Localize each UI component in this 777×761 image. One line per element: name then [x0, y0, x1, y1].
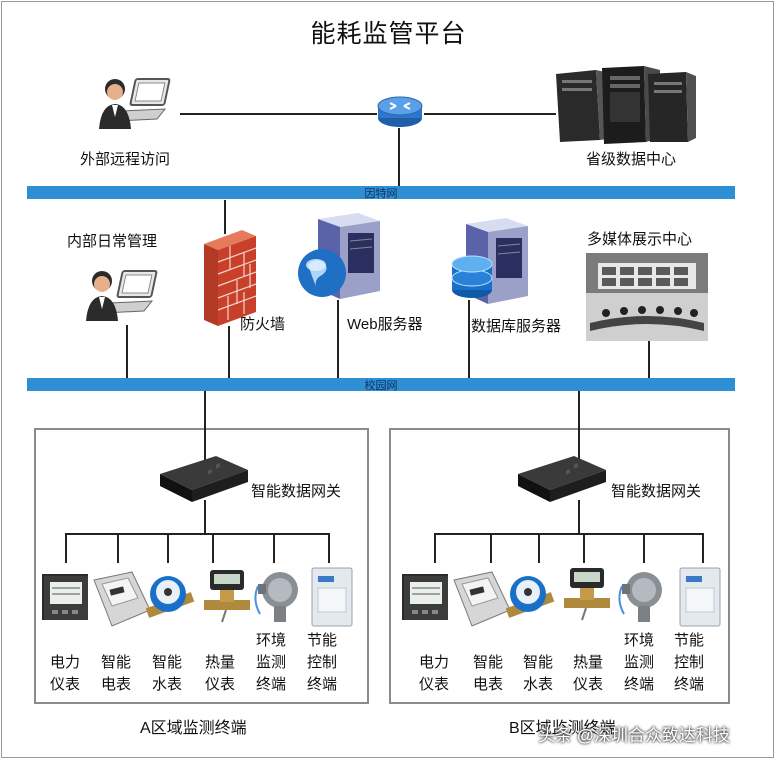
region-b-gateway-downlink [578, 500, 580, 534]
region-a-energy-control-icon [311, 567, 353, 627]
region-b-drop-3 [538, 533, 540, 563]
remote-to-router-link [180, 113, 377, 115]
remote-access-label: 外部远程访问 [80, 151, 171, 168]
region-a-device-label-3: 智能 水表 [152, 654, 183, 693]
campus-bus-label: 校园网 [364, 380, 398, 392]
remote-user-icon [99, 78, 171, 129]
region-a-power-meter-icon [42, 574, 88, 620]
campus-to-region-a-link [204, 391, 206, 429]
campus-bus: 校园网 [27, 378, 735, 392]
region-b-device-label-1: 电力 仪表 [419, 654, 450, 693]
region-a-title: A区域监测终端 [140, 720, 247, 737]
region-b-drop-2 [490, 533, 492, 563]
region-a-gateway-downlink [204, 500, 206, 534]
region-a-electric-meter-icon [93, 571, 151, 627]
internal-mgmt-label: 内部日常管理 [67, 233, 158, 250]
region-b-drop-5 [643, 533, 645, 563]
region-b-device-label-3: 智能 水表 [523, 654, 554, 693]
region-b-device-label-2: 智能 电表 [473, 654, 504, 693]
region-a-heat-meter-icon [204, 570, 250, 623]
region-b-env-monitor-icon [618, 572, 662, 622]
region-a-drop-4 [212, 533, 214, 563]
firewall-to-internet-link [224, 200, 226, 234]
region-b-heat-meter-icon [564, 568, 610, 621]
region-a-drop-6 [328, 533, 330, 563]
region-a-env-monitor-icon [254, 572, 298, 622]
region-a-gateway-icon [160, 456, 248, 502]
region-b-device-bus [434, 533, 704, 535]
region-a-device-label-6: 节能 控制 终端 [307, 632, 338, 693]
region-a-device-label-4: 热量 仪表 [205, 654, 236, 693]
db-server-icon [451, 218, 528, 304]
region-b-drop-6 [702, 533, 704, 563]
region-b-device-label-5: 环境 监测 终端 [624, 632, 655, 693]
region-a-gateway-label: 智能数据网关 [251, 483, 342, 500]
web-server-label: Web服务器 [347, 316, 423, 333]
region-a-water-meter-icon [145, 576, 195, 618]
web-to-campus-link [337, 300, 339, 378]
region-b-gateway-uplink [578, 428, 580, 460]
web-server-icon [298, 213, 380, 299]
region-b-drop-4 [583, 533, 585, 563]
region-a-drop-3 [167, 533, 169, 563]
region-b-device-label-4: 热量 仪表 [573, 654, 604, 693]
server-rack-icon [556, 66, 696, 144]
region-a-device-label-1: 电力 仪表 [50, 654, 81, 693]
router-to-datacenter-link [424, 113, 556, 115]
region-a-drop-1 [65, 533, 67, 563]
region-a-drop-2 [117, 533, 119, 563]
watermark: 头条 @深圳合众致达科技 [538, 726, 730, 745]
region-b-power-meter-icon [402, 574, 448, 620]
region-b-electric-meter-icon [453, 571, 511, 627]
region-a-device-bus [65, 533, 329, 535]
region-a-device-label-5: 环境 监测 终端 [256, 632, 287, 693]
region-a-box [34, 428, 369, 704]
region-b-box [389, 428, 730, 704]
router-to-internet-link [398, 128, 400, 186]
firewall-label: 防火墙 [240, 316, 286, 333]
region-a-device-label-2: 智能 电表 [101, 654, 132, 693]
internet-bus-label: 因特网 [364, 188, 398, 200]
multimedia-to-campus-link [648, 341, 650, 378]
firewall-icon [204, 230, 257, 326]
region-a-drop-5 [273, 533, 275, 563]
firewall-to-campus-link [228, 326, 230, 378]
region-b-device-label-6: 节能 控制 终端 [674, 632, 705, 693]
diagram-title: 能耗监管平台 [310, 20, 467, 48]
db-server-label: 数据库服务器 [471, 318, 562, 335]
region-b-title: B区域监测终端 [509, 720, 616, 737]
region-b-gateway-icon [518, 456, 606, 502]
region-b-gateway-label: 智能数据网关 [611, 483, 702, 500]
db-to-campus-link [468, 300, 470, 378]
region-b-drop-1 [434, 533, 436, 563]
multimedia-room-icon [586, 253, 708, 341]
internal-user-icon [86, 270, 158, 321]
internal-to-campus-link [126, 325, 128, 378]
region-a-gateway-uplink [204, 428, 206, 460]
router-icon [377, 96, 423, 127]
region-b-water-meter-icon [505, 576, 555, 618]
campus-to-region-b-link [578, 391, 580, 429]
internet-bus: 因特网 [27, 186, 735, 200]
region-b-energy-control-icon [679, 567, 721, 627]
provincial-dc-label: 省级数据中心 [586, 151, 677, 168]
multimedia-label: 多媒体展示中心 [587, 231, 693, 248]
